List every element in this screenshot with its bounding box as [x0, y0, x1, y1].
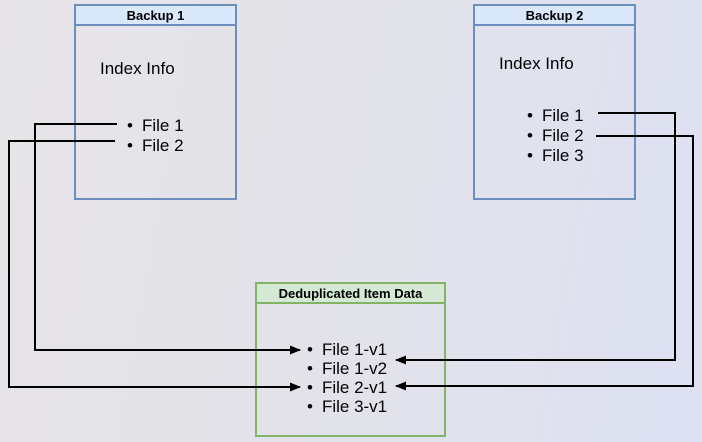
backup2-file-1-label: File 1 — [541, 106, 584, 125]
backup1-file-list: File 1 File 2 — [127, 116, 184, 156]
dedup-file-3v1-label: File 3-v1 — [321, 397, 388, 416]
backup2-file-item: File 2 — [527, 126, 584, 146]
dedup-file-item: File 3-v1 — [307, 397, 387, 416]
backup1-file-item: File 1 — [127, 116, 184, 136]
backup2-file-item: File 1 — [527, 106, 584, 126]
dedup-title: Deduplicated Item Data — [257, 284, 444, 304]
dedup-file-2v1-label: File 2-v1 — [321, 378, 388, 397]
dedup-file-item: File 1-v1 — [307, 340, 387, 359]
backup1-title: Backup 1 — [76, 6, 235, 26]
deduplicated-item-data-box: Deduplicated Item Data File 1-v1 File 1-… — [255, 282, 446, 437]
backup2-file-2-label: File 2 — [541, 126, 584, 145]
backup1-file-item: File 2 — [127, 136, 184, 156]
backup2-title: Backup 2 — [475, 6, 634, 26]
dedup-file-item: File 1-v2 — [307, 359, 387, 378]
backup2-file-3-label: File 3 — [541, 146, 584, 165]
dedup-file-1v1-label: File 1-v1 — [321, 340, 388, 359]
backup1-file-1-label: File 1 — [141, 116, 184, 135]
backup1-index-info-label: Index Info — [100, 59, 175, 78]
dedup-file-list: File 1-v1 File 1-v2 File 2-v1 File 3-v1 — [307, 340, 387, 416]
dedup-file-item: File 2-v1 — [307, 378, 387, 397]
backup1-box: Backup 1 Index Info File 1 File 2 — [74, 4, 237, 200]
backup2-box: Backup 2 Index Info File 1 File 2 File 3 — [473, 4, 636, 200]
backup2-file-list: File 1 File 2 File 3 — [527, 106, 584, 166]
backup2-index-info-label: Index Info — [499, 54, 574, 73]
backup2-file-item: File 3 — [527, 146, 584, 166]
backup1-file-2-label: File 2 — [141, 136, 184, 155]
dedup-file-1v2-label: File 1-v2 — [321, 359, 388, 378]
